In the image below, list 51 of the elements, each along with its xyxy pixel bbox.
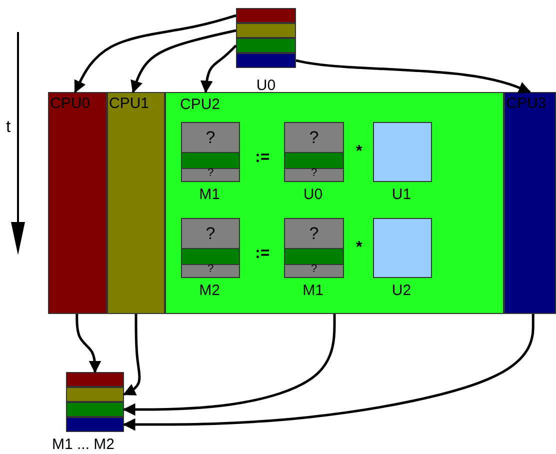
cpu-label: CPU0 bbox=[50, 96, 90, 111]
operator-symbol: * bbox=[356, 144, 364, 160]
matrix-name: M1 bbox=[302, 283, 324, 298]
cpu-column bbox=[504, 92, 556, 314]
matrix-box bbox=[284, 122, 344, 182]
matrix-box bbox=[181, 122, 240, 182]
arrow bbox=[200, 44, 237, 94]
unknown-mark: ? bbox=[308, 225, 320, 242]
unknown-mark: ? bbox=[310, 264, 318, 275]
stripe-box bbox=[66, 372, 124, 387]
matrix-name: U1 bbox=[390, 187, 412, 202]
cpu-label: CPU3 bbox=[506, 96, 546, 111]
matrix-name: U0 bbox=[302, 187, 324, 202]
arrow bbox=[122, 314, 141, 396]
stack-name: M1 ... M2 bbox=[52, 437, 116, 452]
matrix-name: M2 bbox=[198, 283, 221, 298]
matrix-box bbox=[181, 218, 240, 278]
stack-name: U0 bbox=[255, 78, 277, 93]
unknown-mark: ? bbox=[204, 225, 216, 242]
unknown-mark: ? bbox=[308, 129, 320, 146]
axis-label: t bbox=[6, 118, 12, 135]
unknown-mark: ? bbox=[206, 264, 215, 275]
stripe-box bbox=[236, 53, 296, 68]
matrix-box bbox=[373, 122, 432, 182]
cpu-label: CPU2 bbox=[180, 97, 220, 112]
arrow bbox=[296, 59, 532, 94]
arrow bbox=[122, 314, 534, 431]
arrow bbox=[130, 29, 236, 94]
stripe-box bbox=[66, 402, 124, 417]
arrow bbox=[74, 14, 236, 94]
unknown-mark: ? bbox=[310, 168, 318, 179]
stripe-box bbox=[236, 38, 296, 53]
matrix-box bbox=[284, 218, 344, 278]
stripe-box bbox=[236, 23, 296, 38]
stripe-box bbox=[236, 8, 296, 23]
stripe-box bbox=[66, 387, 124, 402]
cpu-label: CPU1 bbox=[109, 96, 150, 111]
unknown-mark: ? bbox=[204, 129, 216, 146]
cpu-column bbox=[48, 92, 107, 314]
arrow bbox=[76, 314, 102, 374]
cpu-panel bbox=[165, 92, 504, 314]
matrix-name: U2 bbox=[390, 283, 412, 298]
operator-symbol: := bbox=[255, 246, 271, 262]
cpu-column bbox=[107, 92, 165, 314]
matrix-box bbox=[373, 218, 432, 278]
unknown-mark: ? bbox=[206, 168, 215, 179]
stripe-box bbox=[66, 417, 124, 432]
operator-symbol: * bbox=[356, 240, 364, 256]
arrow bbox=[122, 314, 336, 416]
matrix-name: M1 bbox=[198, 187, 221, 202]
operator-symbol: := bbox=[255, 150, 271, 166]
